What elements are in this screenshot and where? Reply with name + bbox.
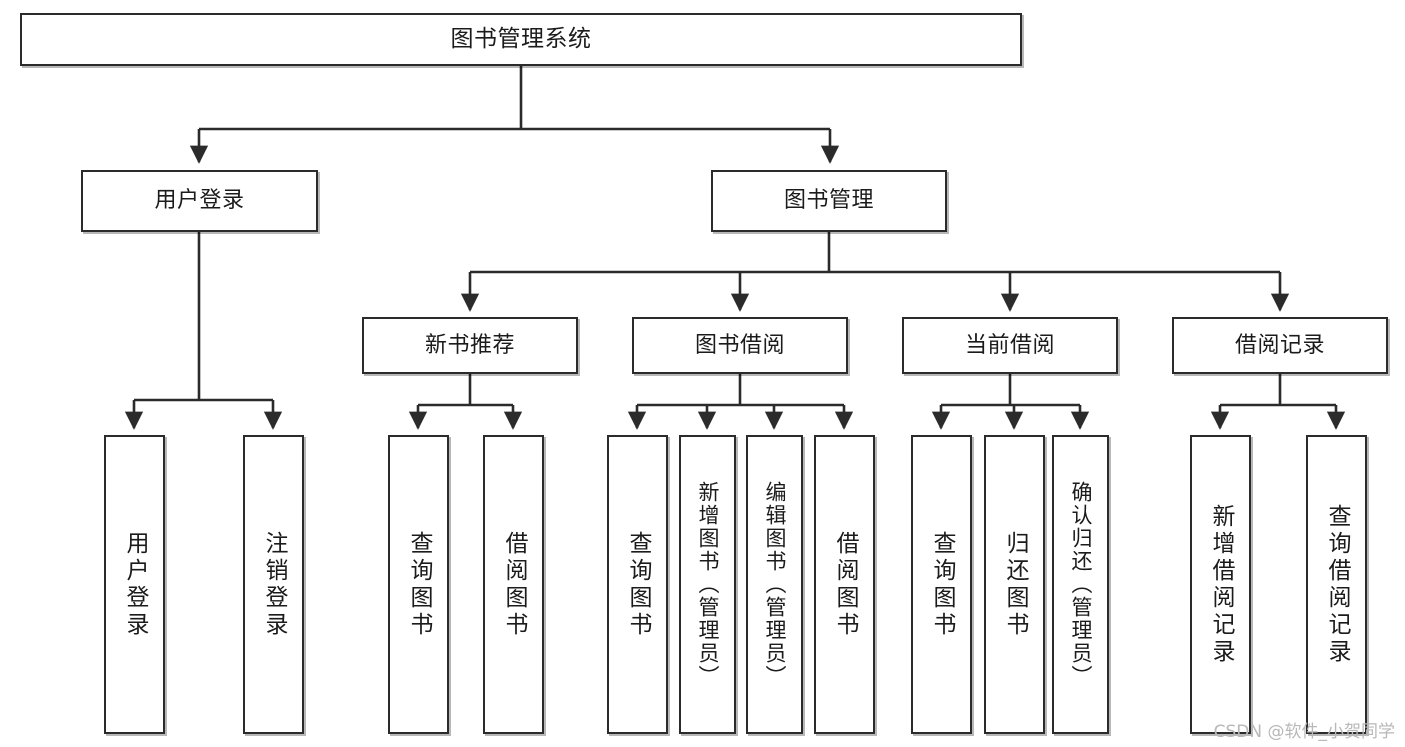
node-leaf-query-book-recommend-label: 查询图书: [406, 530, 432, 639]
node-leaf-query-book-current-label: 查询图书: [929, 530, 955, 639]
node-leaf-query-book-borrow[interactable]: 查询图书: [607, 435, 668, 734]
node-book-management[interactable]: 图书管理: [711, 170, 947, 232]
node-leaf-user-login[interactable]: 用户登录: [104, 435, 165, 734]
node-borrow-record-label: 借阅记录: [1234, 332, 1325, 358]
node-leaf-add-borrow-record-label: 新增借阅记录: [1208, 503, 1234, 666]
node-leaf-confirm-return-admin-label: 确认归还（管理员）: [1069, 481, 1093, 688]
node-leaf-user-logout-label: 注销登录: [261, 530, 287, 639]
node-user-login-label: 用户登录: [154, 188, 245, 213]
node-user-login[interactable]: 用户登录: [81, 170, 318, 232]
node-leaf-borrow-book-label: 借阅图书: [832, 530, 858, 639]
node-new-book-recommend-label: 新书推荐: [424, 332, 515, 358]
node-book-borrow-label: 图书借阅: [694, 332, 785, 358]
node-new-book-recommend[interactable]: 新书推荐: [362, 317, 578, 374]
csdn-watermark: CSDN @软件_小贺同学: [1213, 722, 1395, 742]
node-leaf-query-borrow-record-label: 查询借阅记录: [1324, 503, 1350, 666]
node-current-borrow[interactable]: 当前借阅: [902, 317, 1118, 374]
node-leaf-edit-book-admin[interactable]: 编辑图书（管理员）: [746, 435, 803, 734]
node-leaf-query-book-current[interactable]: 查询图书: [911, 435, 972, 734]
node-borrow-record[interactable]: 借阅记录: [1172, 317, 1388, 374]
node-root-label: 图书管理系统: [450, 26, 592, 52]
node-leaf-query-book-recommend[interactable]: 查询图书: [388, 435, 449, 734]
node-leaf-query-book-borrow-label: 查询图书: [625, 530, 651, 639]
node-leaf-edit-book-admin-label: 编辑图书（管理员）: [763, 481, 787, 688]
node-leaf-borrow-book[interactable]: 借阅图书: [814, 435, 875, 734]
node-leaf-user-logout[interactable]: 注销登录: [243, 435, 304, 734]
node-book-management-label: 图书管理: [783, 188, 874, 213]
node-leaf-add-book-admin-label: 新增图书（管理员）: [696, 481, 720, 688]
node-leaf-add-borrow-record[interactable]: 新增借阅记录: [1190, 435, 1251, 734]
node-current-borrow-label: 当前借阅: [964, 332, 1055, 358]
node-leaf-add-book-admin[interactable]: 新增图书（管理员）: [679, 435, 736, 734]
node-leaf-return-book-label: 归还图书: [1002, 530, 1028, 639]
node-book-borrow[interactable]: 图书借阅: [632, 317, 848, 374]
node-leaf-return-book[interactable]: 归还图书: [984, 435, 1045, 734]
node-root[interactable]: 图书管理系统: [20, 13, 1022, 66]
node-leaf-user-login-label: 用户登录: [122, 530, 148, 639]
node-leaf-borrow-book-recommend-label: 借阅图书: [501, 530, 527, 639]
node-leaf-query-borrow-record[interactable]: 查询借阅记录: [1306, 435, 1367, 734]
node-leaf-borrow-book-recommend[interactable]: 借阅图书: [483, 435, 544, 734]
node-leaf-confirm-return-admin[interactable]: 确认归还（管理员）: [1052, 435, 1109, 734]
